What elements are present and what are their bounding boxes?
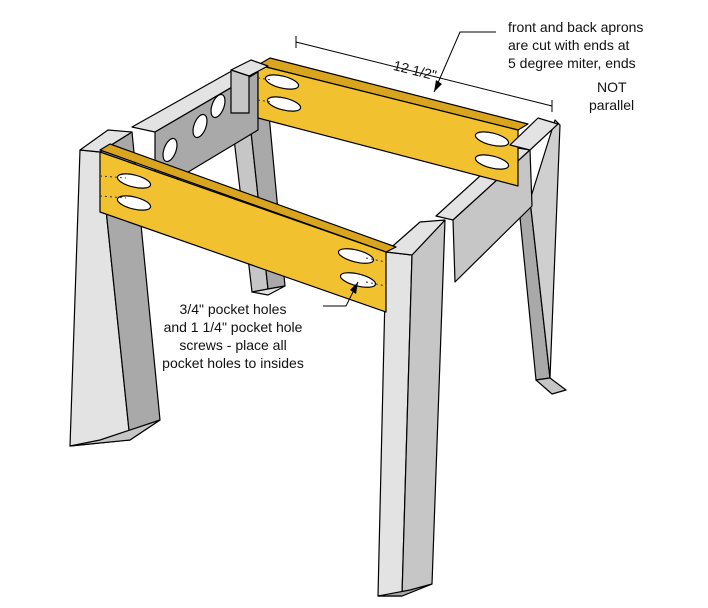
aprons-note-line: are cut with ends at — [508, 37, 630, 53]
pocket-hole-icon — [116, 195, 152, 211]
aprons-note-line: front and back aprons — [508, 19, 644, 35]
pocket-hole-icon — [210, 93, 226, 119]
pocket-hole-icon — [116, 173, 152, 189]
back-right-leg — [517, 119, 567, 395]
leader-arrow-icon — [434, 80, 442, 92]
aprons-note: front and back aprons are cut with ends … — [508, 18, 643, 72]
aprons-note-not: NOT — [597, 79, 627, 95]
aprons-note-line: 5 degree miter, ends — [508, 55, 636, 71]
back-apron — [257, 57, 529, 187]
pocket-holes-note: 3/4" pocket holes and 1 1/4" pocket hole… — [143, 300, 323, 372]
back-left-post-top — [230, 59, 269, 114]
dimension-line — [295, 36, 553, 112]
dimension-label: 12 1/2" — [392, 57, 438, 83]
pocket-hole-icon — [266, 96, 302, 112]
pocket-note-line: pocket holes to insides — [162, 355, 304, 371]
pocket-note-line: and 1 1/4" pocket hole — [163, 319, 303, 335]
pocket-note-line: screws - place all — [179, 337, 287, 353]
pocket-hole-icon — [337, 248, 375, 264]
pocket-note-line: 3/4" pocket holes — [179, 301, 287, 317]
aprons-note-parallel: parallel — [589, 97, 635, 113]
pocket-hole-icon — [474, 154, 510, 170]
front-right-leg — [377, 219, 446, 597]
leader-arrow-icon — [350, 282, 358, 294]
pocket-hole-icon — [264, 74, 300, 90]
pocket-hole-icon — [474, 131, 510, 147]
back-right-post-top — [509, 117, 559, 151]
front-apron — [99, 143, 397, 313]
pocket-hole-icon — [162, 137, 178, 163]
pocket-hole-icon — [192, 113, 208, 139]
screw-guide-lines — [99, 77, 387, 287]
